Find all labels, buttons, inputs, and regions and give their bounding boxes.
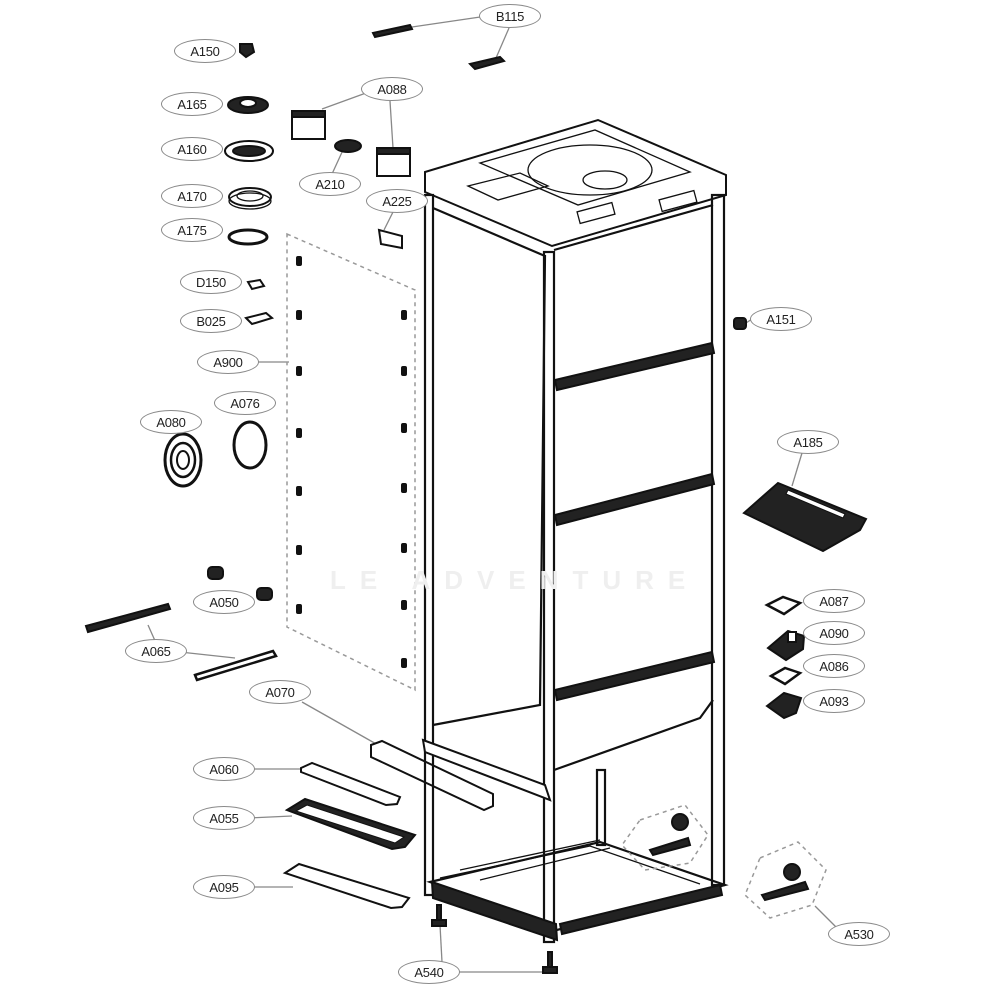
part-A540-right <box>542 951 558 974</box>
part-A540-left <box>431 904 447 927</box>
callout-A151[interactable]: A151 <box>750 307 812 331</box>
callout-A086[interactable]: A086 <box>803 654 865 678</box>
part-A060 <box>300 761 402 807</box>
part-B025 <box>244 311 275 326</box>
part-A185 <box>742 481 868 553</box>
part-A160 <box>224 140 274 162</box>
callout-A060[interactable]: A060 <box>193 757 255 781</box>
callout-A225[interactable]: A225 <box>366 189 428 213</box>
part-A093 <box>765 691 803 720</box>
callout-A093[interactable]: A093 <box>803 689 865 713</box>
part-A088-right <box>376 147 411 177</box>
part-A086 <box>768 666 803 686</box>
callout-A185[interactable]: A185 <box>777 430 839 454</box>
part-A530-front <box>744 841 827 919</box>
A900-clips <box>296 256 407 668</box>
part-A087 <box>764 595 803 616</box>
callout-A175[interactable]: A175 <box>161 218 223 242</box>
callout-A210[interactable]: A210 <box>299 172 361 196</box>
callout-A055[interactable]: A055 <box>193 806 255 830</box>
callout-A150[interactable]: A150 <box>174 39 236 63</box>
callout-A080[interactable]: A080 <box>140 410 202 434</box>
part-A150 <box>239 43 256 59</box>
callout-A160[interactable]: A160 <box>161 137 223 161</box>
callout-B115[interactable]: B115 <box>479 4 541 28</box>
part-A210 <box>334 139 362 153</box>
callout-D150[interactable]: D150 <box>180 270 242 294</box>
part-A065-upper <box>84 602 172 634</box>
part-B115-upper <box>371 23 414 39</box>
part-A900-outline <box>286 232 416 692</box>
callout-A095[interactable]: A095 <box>193 875 255 899</box>
part-A090 <box>766 629 806 662</box>
callout-B025[interactable]: B025 <box>180 309 242 333</box>
leader-lines <box>147 15 838 973</box>
callout-A070[interactable]: A070 <box>249 680 311 704</box>
part-A080 <box>163 432 203 488</box>
callout-A065[interactable]: A065 <box>125 639 187 663</box>
part-A050-a <box>207 566 224 580</box>
callout-A087[interactable]: A087 <box>803 589 865 613</box>
part-A175 <box>227 228 269 246</box>
callout-A170[interactable]: A170 <box>161 184 223 208</box>
part-D150 <box>246 278 266 291</box>
callout-A165[interactable]: A165 <box>161 92 223 116</box>
callout-A900[interactable]: A900 <box>197 350 259 374</box>
part-A165 <box>227 96 269 114</box>
watermark-text: LE ADVENTURE <box>330 565 700 595</box>
callout-A530[interactable]: A530 <box>828 922 890 946</box>
part-A055 <box>284 797 417 851</box>
callout-A088[interactable]: A088 <box>361 77 423 101</box>
callout-A076[interactable]: A076 <box>214 391 276 415</box>
part-A065-lower <box>193 649 278 682</box>
part-A530-rear <box>621 804 709 871</box>
part-A076 <box>232 420 268 470</box>
callout-A540[interactable]: A540 <box>398 960 460 984</box>
callout-A090[interactable]: A090 <box>803 621 865 645</box>
part-A088-left <box>291 110 326 140</box>
part-B115-lower <box>468 55 506 71</box>
part-A151 <box>733 317 747 330</box>
cabinet-frame <box>421 118 729 944</box>
part-A225 <box>377 228 403 250</box>
part-A170 <box>228 187 272 210</box>
part-A095 <box>282 862 411 910</box>
part-A050-b <box>256 587 273 601</box>
callout-A050[interactable]: A050 <box>193 590 255 614</box>
